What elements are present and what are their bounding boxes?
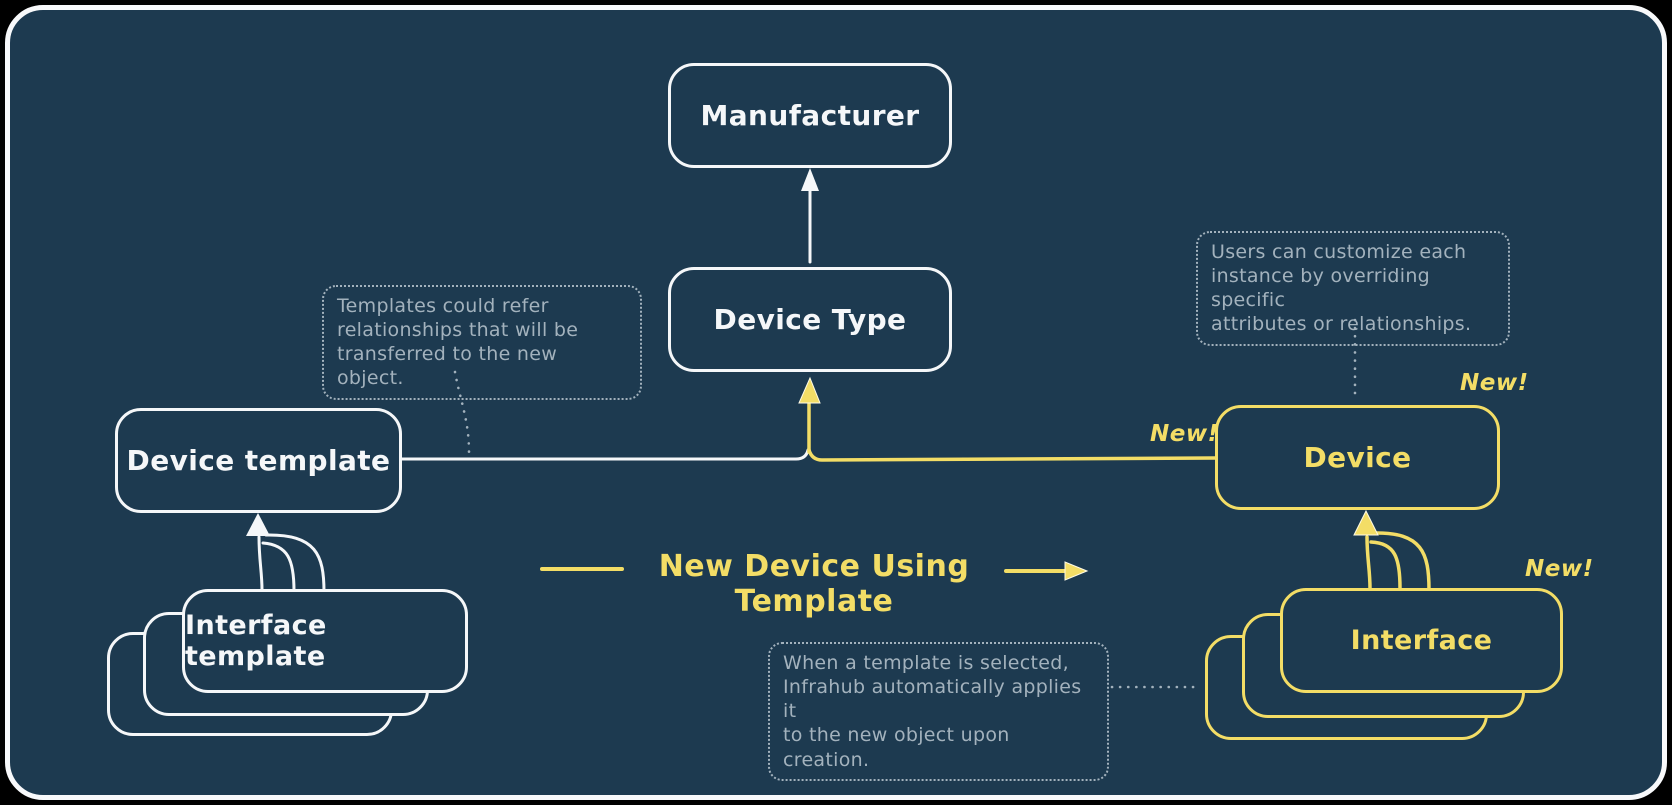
note-customize-line-1: Users can customize each	[1211, 241, 1467, 263]
new-badge-device-corner: New!	[1460, 370, 1529, 396]
node-interface-template[interactable]: Interface template	[182, 589, 468, 693]
new-badge-interface-corner: New!	[1525, 556, 1594, 582]
note-apply-line-1: When a template is selected,	[783, 652, 1069, 674]
new-badge-device-edge: New!	[1150, 421, 1219, 447]
node-interface-label: Interface	[1350, 625, 1493, 656]
node-interface-template-label: Interface template	[185, 610, 327, 672]
note-apply-line-3: to the new object upon creation.	[783, 724, 1010, 771]
node-manufacturer[interactable]: Manufacturer	[668, 63, 952, 168]
note-templates[interactable]: Templates could refer relationships that…	[322, 285, 642, 400]
node-manufacturer-label: Manufacturer	[700, 99, 920, 132]
note-customize-line-2: instance by overriding specific	[1211, 265, 1431, 312]
node-interface[interactable]: Interface	[1280, 588, 1563, 693]
note-templates-line-3: transferred to the new object.	[337, 343, 558, 390]
note-apply[interactable]: When a template is selected, Infrahub au…	[768, 642, 1109, 781]
node-device-template-label: Device template	[126, 444, 391, 477]
node-device-template[interactable]: Device template	[115, 408, 402, 513]
note-templates-line-1: Templates could refer	[337, 295, 549, 317]
node-device-type-label: Device Type	[713, 303, 907, 336]
note-apply-line-2: Infrahub automatically applies it	[783, 676, 1082, 723]
node-device-label: Device	[1303, 441, 1412, 474]
note-templates-line-2: relationships that will be	[337, 319, 579, 342]
note-customize[interactable]: Users can customize each instance by ove…	[1196, 231, 1510, 346]
flow-label: New Device Using Template	[658, 549, 970, 619]
note-customize-line-3: attributes or relationships.	[1211, 313, 1472, 336]
node-device[interactable]: Device	[1215, 405, 1500, 510]
node-device-type[interactable]: Device Type	[668, 267, 952, 372]
